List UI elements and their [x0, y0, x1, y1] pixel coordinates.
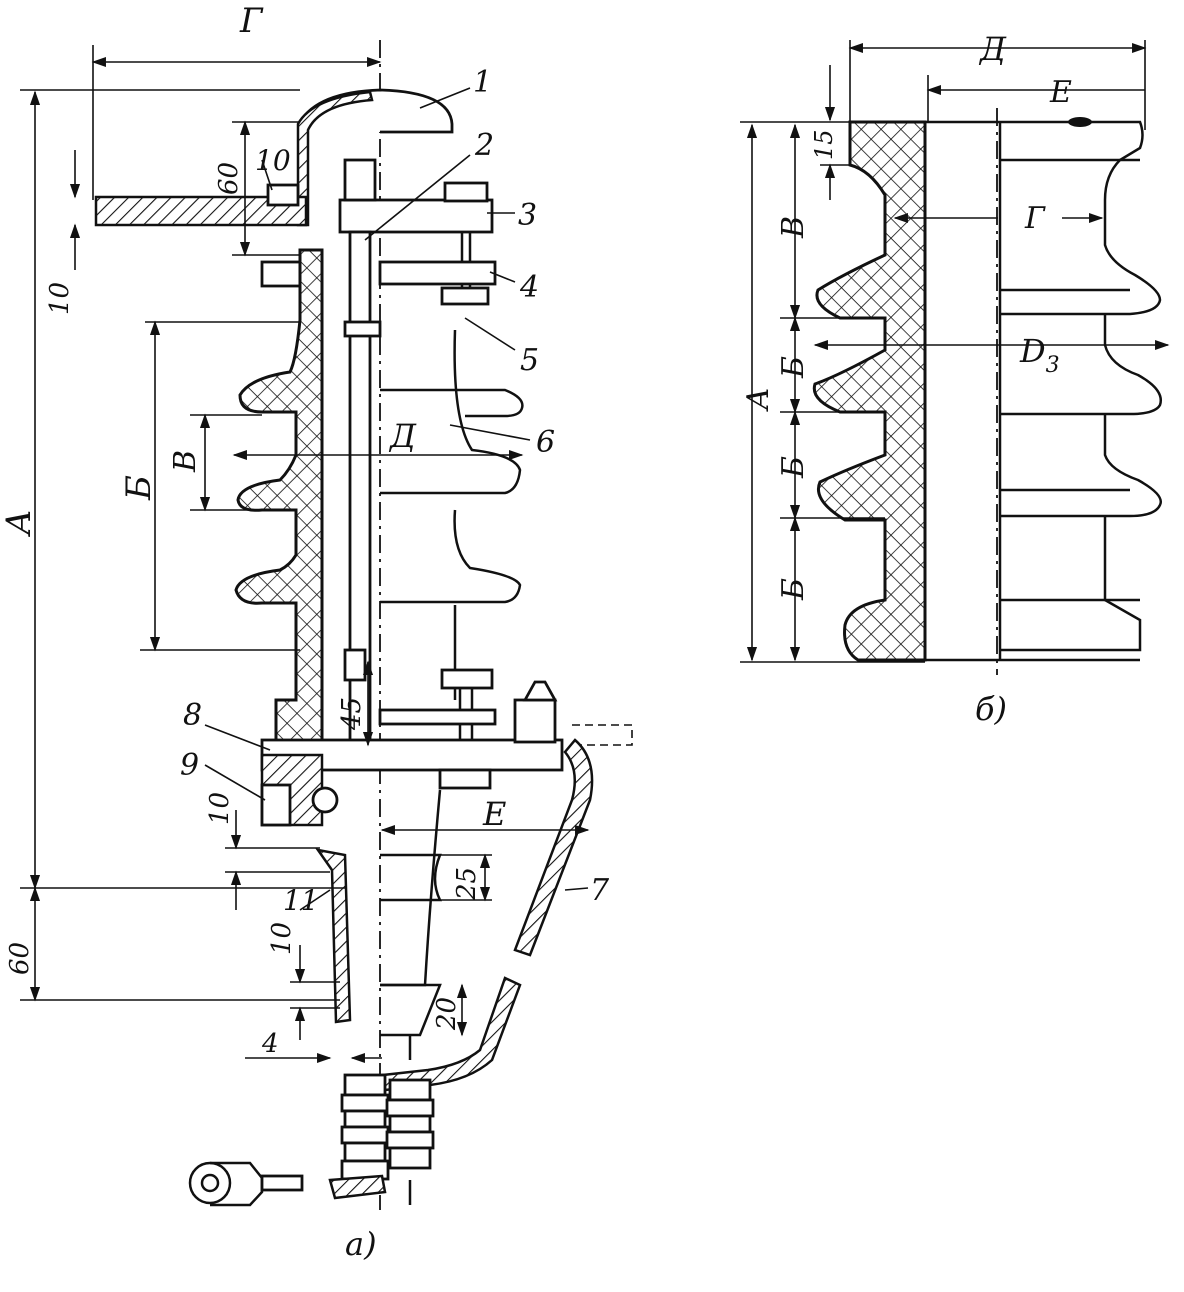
right-view: Д Е 15 В Б Б Б А Г D3 б) [740, 30, 1170, 728]
bolt-9 [260, 783, 292, 827]
lower-clamp [378, 708, 497, 726]
callout-5: 5 [520, 343, 539, 378]
dim-B3-right: Б [776, 578, 811, 601]
left-view: Г А Б В Д Е 60 10 45 10 25 60 10 20 4 1 … [0, 1, 633, 1263]
dim-10-mid: 10 [205, 792, 235, 825]
insulator-section [234, 248, 324, 747]
dim-G-right: Г [1024, 201, 1046, 236]
callout-4: 4 [519, 270, 539, 305]
clamp-plate [378, 260, 497, 286]
dim-V-left: В [168, 450, 203, 473]
dim-G-left: Г [239, 1, 264, 41]
part-11 [315, 848, 352, 1024]
rod-collar [343, 648, 367, 682]
bottom-stack [328, 1073, 435, 1200]
callout-6: 6 [536, 425, 555, 460]
rod-top-collar [343, 320, 382, 338]
top-nut [343, 158, 377, 202]
shed-1 [380, 388, 524, 418]
shed-3 [380, 509, 522, 604]
bottom-nut [438, 768, 492, 790]
left-bolt-top [266, 183, 300, 207]
callout-2: 2 [474, 128, 494, 163]
callout-9: 9 [180, 748, 199, 783]
clevis-pin [260, 1174, 304, 1192]
dim-4: 4 [261, 1029, 279, 1059]
top-plate [338, 198, 494, 234]
dim-A-right: А [741, 387, 776, 412]
dim-D-left: Д [388, 417, 417, 455]
dim-D-right: Д [978, 30, 1007, 68]
caption-b: б) [975, 690, 1007, 728]
top-marker [1068, 117, 1092, 127]
terminal-dashed [572, 724, 633, 746]
shed-2 [380, 329, 522, 495]
callout-7: 7 [590, 873, 610, 908]
dim-20: 20 [432, 997, 462, 1031]
dim-10-left: 10 [45, 282, 75, 315]
clevis-eye [188, 1161, 232, 1205]
dim-A-left: А [0, 509, 39, 537]
callout-3: 3 [518, 198, 537, 233]
dim-V-right: В [776, 216, 811, 239]
left-nut-top [260, 260, 304, 288]
dim-45: 45 [337, 697, 367, 731]
callout-1: 1 [473, 65, 492, 100]
callout-11: 11 [283, 884, 319, 917]
top-bolt-head [443, 181, 489, 203]
shield-7 [513, 738, 594, 957]
clamp-nut [440, 286, 490, 306]
dim-25: 25 [452, 867, 482, 901]
dim-D3: D3 [1019, 332, 1060, 378]
right-section [812, 120, 927, 662]
terminal-nut [513, 698, 557, 744]
callout-8: 8 [183, 698, 202, 733]
dim-60-bottom: 60 [5, 942, 35, 975]
dim-B1-right: Б [776, 356, 811, 379]
dim-E-left: Е [482, 795, 506, 833]
bolt-9-head [311, 786, 339, 814]
callout-10: 10 [255, 144, 291, 177]
dim-15: 15 [810, 129, 838, 160]
dim-10-low: 10 [267, 922, 297, 955]
dim-B-left: Б [119, 475, 159, 501]
dim-E-right: Е [1049, 75, 1072, 110]
caption-a: а) [345, 1225, 377, 1263]
terminal-cap [522, 680, 558, 702]
dim-60-top: 60 [214, 162, 244, 195]
dim-B2-right: Б [776, 456, 811, 479]
lower-nut-top [440, 668, 494, 690]
